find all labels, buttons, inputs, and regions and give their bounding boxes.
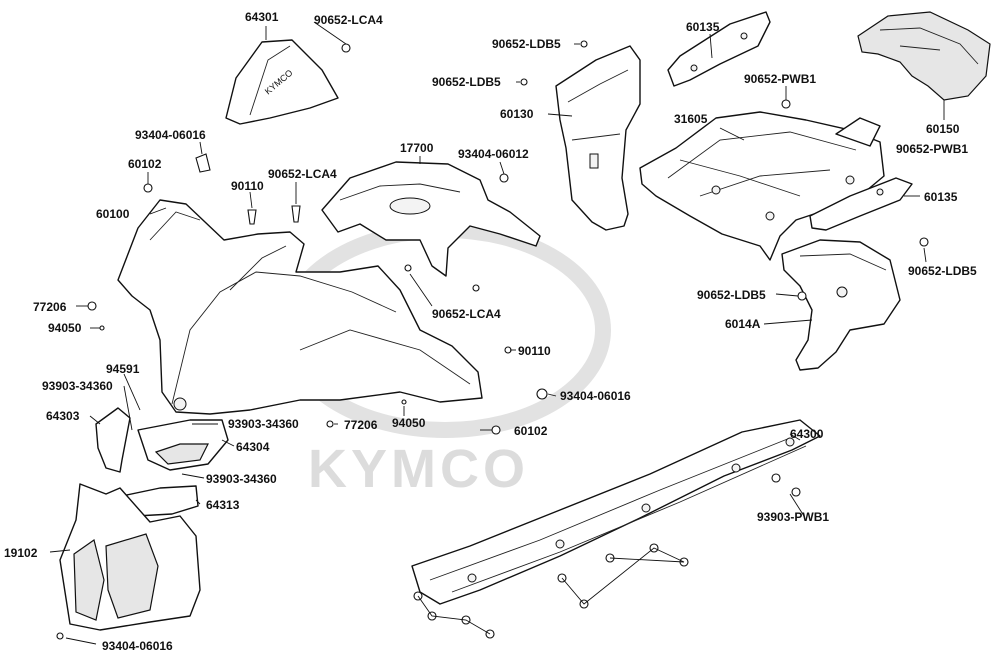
label-60135-right: 60135: [924, 190, 958, 204]
label-93404-06016-bottom: 93404-06016: [102, 639, 173, 653]
front-panel-64303: [95, 407, 131, 473]
front-fender-60100: [117, 199, 483, 415]
label-64301: 64301: [245, 10, 279, 24]
tank-cover-17700: [321, 161, 541, 277]
skid-plate-64300: [411, 419, 821, 605]
carrier-frame-31605: [639, 111, 885, 261]
label-77206-mid: 77206: [344, 418, 378, 432]
bracket-60135-right: [809, 177, 913, 231]
label-94050-left: 94050: [48, 321, 82, 335]
label-17700: 17700: [400, 141, 434, 155]
label-93903-pwb1: 93903-PWB1: [757, 510, 830, 524]
label-90652-lca4-low: 90652-LCA4: [432, 307, 501, 321]
label-90652-lca4-top: 90652-LCA4: [314, 13, 383, 27]
label-31605: 31605: [674, 112, 708, 126]
label-90652-pwb1-a: 90652-PWB1: [744, 72, 817, 86]
label-93404-06016-top: 93404-06016: [135, 128, 206, 142]
label-93404-06012: 93404-06012: [458, 147, 529, 161]
label-90652-ldb5-a: 90652-LDB5: [492, 37, 561, 51]
label-93903-34360-a: 93903-34360: [42, 379, 113, 393]
label-90110-left: 90110: [231, 179, 264, 193]
label-90652-ldb5-b: 90652-LDB5: [432, 75, 501, 89]
side-panel-6014A: [781, 239, 901, 371]
label-64313: 64313: [206, 498, 240, 512]
label-64300: 64300: [790, 427, 824, 441]
label-19102: 19102: [4, 546, 38, 560]
side-panel-60130: [555, 45, 641, 231]
front-grille-64304: [137, 419, 229, 471]
label-60102-left: 60102: [128, 157, 162, 171]
label-90652-ldb5-c: 90652-LDB5: [908, 264, 977, 278]
label-64304: 64304: [236, 440, 270, 454]
label-90652-lca4-mid: 90652-LCA4: [268, 167, 337, 181]
label-93404-06016-mid: 93404-06016: [560, 389, 631, 403]
lower-guard-19102: [59, 483, 201, 631]
bracket-60135-top: [667, 11, 771, 87]
label-93903-34360-b: 93903-34360: [228, 417, 299, 431]
label-64303: 64303: [46, 409, 80, 423]
windscreen-64301: KYMCO: [225, 39, 339, 125]
label-60150: 60150: [926, 122, 960, 136]
label-90110-right: 90110: [518, 344, 551, 358]
kymco-watermark: KYMCO: [308, 439, 529, 499]
label-94591: 94591: [106, 362, 140, 376]
rear-inner-60150: [857, 11, 991, 101]
label-93903-34360-c: 93903-34360: [206, 472, 277, 486]
label-60135-top: 60135: [686, 20, 720, 34]
label-6014a: 6014A: [725, 317, 761, 331]
label-60130: 60130: [500, 107, 534, 121]
label-90652-ldb5-d: 90652-LDB5: [697, 288, 766, 302]
label-77206-left: 77206: [33, 300, 67, 314]
label-90652-pwb1-b: 90652-PWB1: [896, 142, 969, 156]
label-60102-mid: 60102: [514, 424, 548, 438]
label-94050-mid: 94050: [392, 416, 426, 430]
leader-lines: [49, 21, 945, 645]
label-60100: 60100: [96, 207, 130, 221]
